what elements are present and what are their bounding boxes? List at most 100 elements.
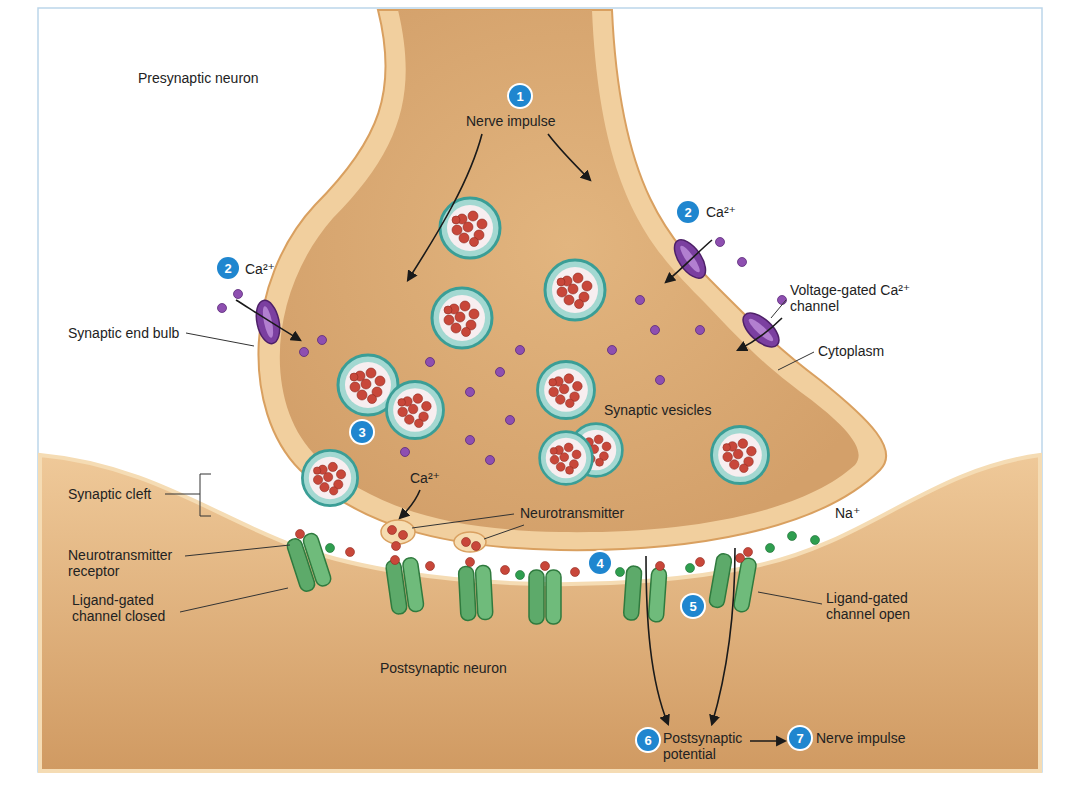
callout-text: 5: [689, 600, 696, 613]
calcium-ion: [716, 238, 725, 247]
part-label: Synaptic cleft: [68, 486, 151, 502]
part-label: Voltage-gated Ca²⁺ channel: [790, 282, 925, 314]
ligand-gated-channel: [529, 570, 561, 624]
callout-number: 5: [682, 595, 704, 617]
calcium-ion: [778, 296, 787, 305]
calcium-ion: [218, 238, 787, 465]
neurotransmitter-molecule: [296, 530, 305, 539]
part-label: Ca²⁺: [410, 470, 440, 486]
callout-text: 6: [644, 734, 651, 747]
callout-text: 4: [596, 557, 603, 570]
neurotransmitter-molecule: [426, 562, 435, 571]
calcium-channel: [253, 235, 785, 353]
sodium-ion: [326, 544, 335, 553]
exocytosis-pocket: [381, 520, 415, 544]
leader-line: [165, 300, 822, 612]
calcium-ion: [300, 348, 309, 357]
callout-text: 1: [516, 90, 523, 103]
flow-arrow: [236, 134, 785, 741]
calcium-ion: [506, 416, 515, 425]
callout-text: 3: [358, 426, 365, 439]
leader-line: [778, 352, 814, 370]
callout-number: 2: [217, 257, 239, 279]
calcium-ion: [516, 346, 525, 355]
neurotransmitter-molecule: [744, 548, 753, 557]
calcium-channel: [668, 235, 711, 284]
leader-line: [180, 588, 288, 612]
calcium-channel: [261, 306, 275, 339]
leader-line: [185, 545, 290, 556]
neurotransmitter-molecule: [696, 558, 705, 567]
flow-arrow: [548, 134, 590, 180]
presynaptic-end-bulb: [258, 10, 886, 550]
sodium-ion: [811, 536, 820, 545]
synaptic-vesicle: [302, 198, 768, 506]
ligand-gated-channel: [385, 557, 424, 615]
callout-number: 1: [509, 85, 531, 107]
calcium-channel: [253, 298, 284, 346]
synaptic-vesicle: [712, 427, 769, 484]
flow-arrow: [712, 548, 735, 724]
sodium-ion: [788, 532, 797, 541]
calcium-ion: [696, 326, 705, 335]
part-label: Ca²⁺: [706, 204, 736, 220]
part-label: Cytoplasm: [818, 343, 884, 359]
ligand-gated-channel: [458, 565, 493, 621]
neurotransmitter-molecule: [346, 548, 355, 557]
presynaptic-end-bulb: [280, 10, 859, 532]
calcium-ion: [318, 336, 327, 345]
synaptic-vesicle: [440, 198, 500, 258]
leader-line: [771, 300, 786, 318]
callout-text: 2: [684, 206, 691, 219]
sodium-ion: [516, 571, 525, 580]
presynaptic-end-bulb: [258, 10, 886, 550]
calcium-ion: [466, 388, 475, 397]
callout-text: 7: [796, 732, 803, 745]
part-label: Synaptic vesicles: [604, 402, 711, 418]
frame: [38, 8, 1042, 772]
callout-number: 7: [789, 727, 811, 749]
part-label: Na⁺: [835, 505, 860, 521]
flow-arrow: [400, 490, 420, 518]
callout-number: 2: [677, 201, 699, 223]
ligand-gated-channel: [285, 532, 757, 624]
neurotransmitter-molecule: [501, 566, 510, 575]
neurotransmitter-molecule: [388, 526, 397, 535]
part-label: Neurotransmitter: [520, 505, 624, 521]
part-label: Synaptic end bulb: [68, 325, 179, 341]
synaptic-vesicle: [545, 260, 605, 320]
part-label: Presynaptic neuron: [138, 70, 259, 86]
part-label: Neurotransmitter receptor: [68, 547, 188, 579]
exocytosis-pocket: [454, 532, 486, 552]
calcium-ion: [651, 326, 660, 335]
calcium-ion: [486, 456, 495, 465]
neurotransmitter-molecule: [736, 554, 745, 563]
calcium-ion: [738, 258, 747, 267]
synaptic-vesicle: [540, 432, 593, 485]
callout-number: 4: [589, 552, 611, 574]
neurotransmitter-molecule: [399, 531, 408, 540]
neurotransmitter-molecule: [541, 562, 550, 571]
part-label: Nerve impulse: [816, 730, 905, 746]
neurotransmitter-molecule: [472, 542, 481, 551]
leader-line: [484, 525, 524, 539]
neurotransmitter-molecule: [656, 562, 665, 571]
part-label: Ligand-gated channel open: [826, 590, 926, 622]
calcium-channel: [678, 244, 703, 275]
callout-number: 6: [637, 729, 659, 751]
sodium-ion: [766, 544, 775, 553]
calcium-channel: [737, 307, 784, 353]
neurotransmitter-molecule: [391, 556, 400, 565]
ligand-gated-channel: [285, 532, 332, 593]
part-label: Nerve impulse: [466, 113, 555, 129]
neurotransmitter-molecule: [462, 538, 471, 547]
calcium-ion: [426, 358, 435, 367]
calcium-ion: [234, 290, 243, 299]
part-label: Ca²⁺: [245, 261, 275, 277]
calcium-channel: [746, 316, 775, 343]
ligand-gated-channel: [623, 566, 667, 623]
leader-line: [412, 514, 514, 528]
calcium-channel: [253, 298, 284, 346]
part-label: Ligand-gated channel closed: [72, 592, 177, 624]
neurotransmitter-molecule: [296, 526, 753, 577]
